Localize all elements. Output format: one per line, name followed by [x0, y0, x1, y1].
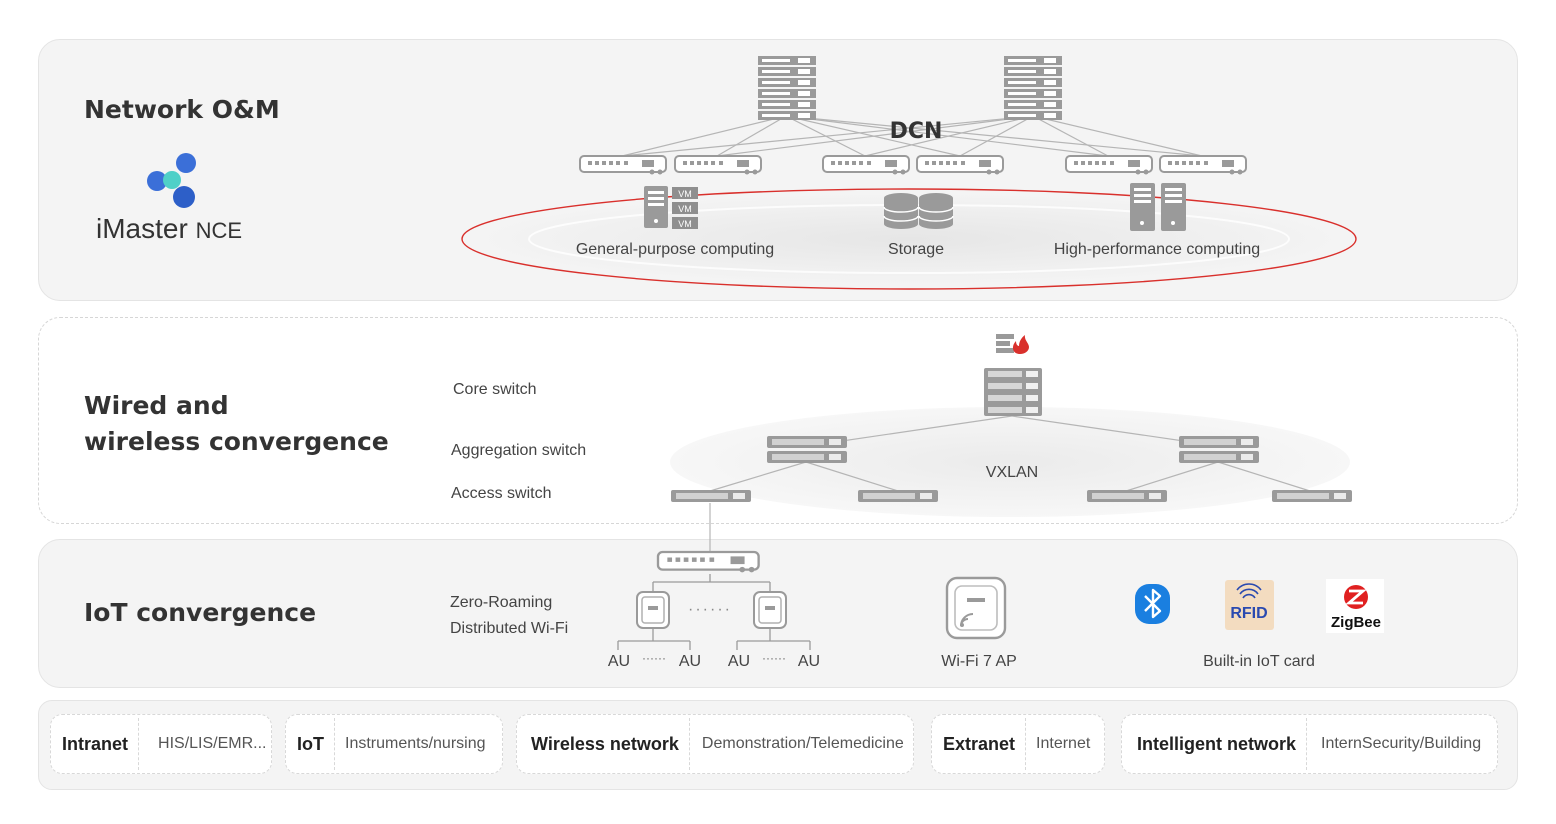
service-chip-iot: IoT Instruments/nursing	[285, 714, 503, 774]
storage-label: Storage	[887, 241, 945, 258]
rfid-text: RFID	[1230, 605, 1267, 622]
wired-title-line1: Wired and	[84, 391, 229, 420]
service-value: InternSecurity/Building	[1321, 735, 1482, 752]
general-server-icon: VM VM VM	[644, 186, 698, 229]
central-ap-icon	[636, 591, 670, 629]
access-switch-icon	[1272, 490, 1352, 502]
rfid-icon: RFID	[1225, 580, 1274, 630]
zigbee-text: ZigBee	[1331, 614, 1381, 631]
zero-roaming-label: Zero-Roaming	[450, 594, 553, 611]
network-om-title: Network O&M	[84, 95, 280, 124]
wired-title-line2: wireless convergence	[84, 427, 389, 456]
logo-brand: iMaster	[96, 213, 188, 244]
leaf-switch	[1159, 155, 1247, 176]
leaf-switch	[579, 155, 667, 176]
service-key: IoT	[286, 718, 335, 770]
service-chip-extranet: Extranet Internet	[931, 714, 1105, 774]
au-ellipsis: ······	[762, 651, 786, 665]
au-label: AU	[678, 653, 702, 670]
service-value: Demonstration/Telemedicine	[701, 735, 904, 752]
vm-label: VM	[678, 204, 692, 214]
vxlan-cloud	[670, 407, 1350, 517]
vm-label: VM	[678, 219, 692, 229]
au-label: AU	[727, 653, 751, 670]
service-chip-wireless: Wireless network Demonstration/Telemedic…	[516, 714, 914, 774]
service-key: Intranet	[51, 718, 140, 770]
wifi7-ap-icon	[945, 576, 1007, 640]
ap-ellipsis: ······	[688, 601, 732, 618]
iot-title: IoT convergence	[84, 598, 317, 627]
leaf-switch	[916, 155, 1004, 176]
builtin-iot-card-label: Built-in IoT card	[1203, 653, 1315, 670]
au-label: AU	[607, 653, 631, 670]
firewall-icon	[996, 334, 1029, 354]
logo-text: iMaster NCE	[96, 213, 242, 245]
core-switch-label: Core switch	[453, 381, 537, 398]
core-switch-icon	[984, 368, 1042, 416]
bluetooth-icon	[1135, 584, 1170, 624]
general-computing-label: General-purpose computing	[575, 241, 775, 258]
access-switch-icon	[1087, 490, 1167, 502]
logo-product: NCE	[195, 218, 243, 243]
dcn-label: DCN	[890, 119, 943, 144]
access-switch-icon	[858, 490, 938, 502]
vxlan-label: VXLAN	[985, 464, 1039, 481]
distributed-wifi-label: Distributed Wi-Fi	[450, 620, 569, 637]
au-ellipsis: ······	[642, 651, 666, 665]
service-key: Wireless network	[517, 718, 690, 770]
service-value: Internet	[1036, 735, 1091, 752]
vm-label: VM	[678, 189, 692, 199]
hpc-label: High-performance computing	[1053, 241, 1261, 258]
wifi7-ap-label: Wi-Fi 7 AP	[941, 653, 1017, 670]
spine-server-right	[1004, 56, 1062, 120]
service-value: HIS/LIS/EMR...	[158, 735, 267, 752]
service-chip-intelligent: Intelligent network InternSecurity/Build…	[1121, 714, 1498, 774]
compute-ring-fill	[471, 193, 1347, 285]
compute-ring	[461, 188, 1357, 290]
au-label: AU	[797, 653, 821, 670]
service-key: Intelligent network	[1122, 718, 1308, 770]
access-switch-label: Access switch	[451, 485, 552, 502]
zigbee-icon: ZigBee	[1326, 579, 1384, 633]
storage-icon	[883, 193, 954, 229]
leaf-switch	[822, 155, 910, 176]
dcn-links	[621, 115, 1203, 157]
service-chip-intranet: Intranet HIS/LIS/EMR...	[50, 714, 272, 774]
access-switch-icon	[671, 490, 751, 502]
leaf-switch	[674, 155, 762, 176]
hpc-server-icon	[1130, 183, 1186, 231]
iot-links	[617, 574, 811, 650]
central-ap-icon	[753, 591, 787, 629]
spine-server-left	[758, 56, 816, 120]
leaf-switch	[1065, 155, 1153, 176]
aggregation-switch-label: Aggregation switch	[451, 442, 587, 459]
central-ap-switch-icon	[656, 550, 760, 574]
service-value: Instruments/nursing	[345, 735, 486, 752]
service-key: Extranet	[932, 718, 1027, 770]
